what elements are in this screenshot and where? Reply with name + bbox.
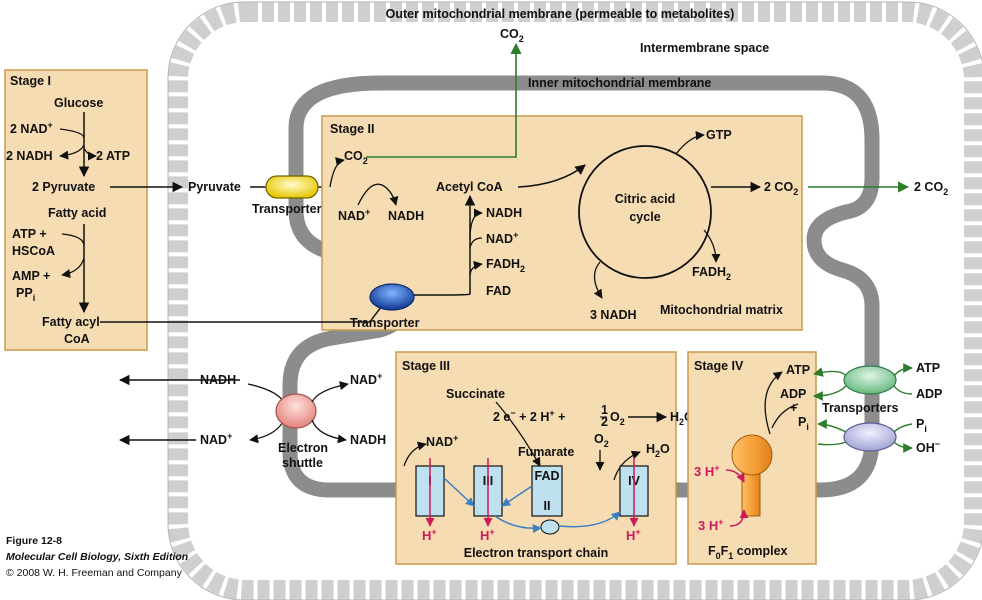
atp-adp-transporter [843, 365, 897, 395]
electron-shuttle [275, 393, 317, 429]
citric-label-1: Citric acid [615, 192, 675, 206]
stage2-title: Stage II [330, 122, 374, 136]
hplus-3: H+ [480, 527, 495, 543]
nad-stage3: NAD+ [426, 433, 458, 449]
h2o-stage3: H2O [646, 442, 670, 459]
equation-o2: O2 [610, 410, 625, 427]
transporter2-label: Transporter [350, 316, 420, 330]
oh-out: OH− [916, 439, 940, 455]
acetyl-coa: Acetyl CoA [436, 180, 503, 194]
nad-b: NAD+ [486, 230, 518, 246]
atp-out: ATP [916, 361, 940, 375]
equation: 2 e− + 2 H+ + [493, 408, 565, 424]
amp-plus: AMP + [12, 269, 50, 283]
nad-stage2: NAD+ [338, 207, 370, 223]
atp-plus: ATP + [12, 227, 47, 241]
stage1-panel [4, 69, 148, 351]
nad-right: NAD+ [350, 371, 382, 387]
svg-text:1: 1 [601, 403, 608, 417]
pi-stage4: Pi [798, 415, 809, 432]
co2-2-b: 2 CO2 [914, 180, 948, 197]
citric-label-2: cycle [629, 210, 660, 224]
pyruvate: Pyruvate [188, 180, 241, 194]
outer-membrane [168, 2, 982, 600]
svg-text:FAD: FAD [535, 469, 560, 483]
nadh-3: 3 NADH [590, 308, 637, 322]
nadh-stage2: NADH [388, 209, 424, 223]
co2-2-a: 2 CO2 [764, 180, 798, 197]
hplus-1: H+ [422, 527, 437, 543]
fadh2-b: FADH2 [486, 257, 525, 274]
outer-membrane-label: Outer mitochondrial membrane (permeable … [386, 7, 735, 21]
matrix-label: Mitochondrial matrix [660, 303, 783, 317]
co2-top: CO2 [500, 27, 524, 44]
atp-2: 2 ATP [96, 149, 130, 163]
figure-book: Molecular Cell Biology, Sixth Edition [6, 551, 188, 563]
phosphate-transporter [843, 422, 897, 452]
svg-text:II: II [544, 499, 551, 513]
transporters-label: Transporters [822, 401, 898, 415]
stage1-title: Stage I [10, 74, 51, 88]
succinate: Succinate [446, 387, 505, 401]
glucose: Glucose [54, 96, 103, 110]
coa: CoA [64, 332, 90, 346]
fatty-acyl: Fatty acyl [42, 315, 100, 329]
inner-membrane-label: Inner mitochondrial membrane [528, 76, 711, 90]
ets-label: Electron transport chain [464, 546, 608, 560]
complex-II: FAD II [531, 465, 563, 517]
fumarate: Fumarate [518, 445, 574, 459]
adp-out: ADP [916, 387, 942, 401]
stage4-title: Stage IV [694, 359, 744, 373]
nadh-right: NADH [350, 433, 386, 447]
electron-label: Electron [278, 441, 328, 455]
hscoa: HSCoA [12, 244, 55, 258]
citric-acid-cycle [578, 145, 712, 279]
fadh2-c: FADH2 [692, 265, 731, 282]
atp-stage4: ATP [786, 363, 810, 377]
nad-2: 2 NAD+ [10, 120, 53, 136]
f0f1-atp-synthase [731, 434, 773, 517]
cytochrome-c [540, 519, 560, 535]
pyruvate-2: 2 Pyruvate [32, 180, 95, 194]
adp-stage4: ADP [780, 387, 806, 401]
pyruvate-transporter [265, 175, 319, 199]
intermembrane-space-label: Intermembrane space [640, 41, 769, 55]
f0f1-label: F0F1 complex [708, 544, 788, 561]
fad-b: FAD [486, 284, 511, 298]
svg-text:2: 2 [601, 415, 608, 429]
fatty-acid: Fatty acid [48, 206, 106, 220]
co2-stage2: CO2 [344, 149, 368, 166]
stage3-title: Stage III [402, 359, 450, 373]
figure-number: Figure 12-8 [6, 535, 62, 547]
nadh-2: 2 NADH [6, 149, 53, 163]
o2-stage3: O2 [594, 432, 609, 449]
nadh-b: NADH [486, 206, 522, 220]
hplus-4: H+ [626, 527, 641, 543]
pi-out: Pi [916, 417, 927, 434]
plus-stage4: + [790, 401, 797, 415]
fatty-acyl-transporter [369, 283, 415, 311]
h3-b: 3 H+ [698, 517, 724, 533]
shuttle-label: shuttle [282, 456, 323, 470]
h3-a: 3 H+ [694, 463, 720, 479]
transporter-label: Transporter [252, 202, 322, 216]
ppi: PPi [16, 286, 35, 303]
nad-left: NAD+ [200, 431, 232, 447]
gtp: GTP [706, 128, 732, 142]
figure-copyright: © 2008 W. H. Freeman and Company [6, 567, 183, 579]
nadh-left: NADH [200, 373, 236, 387]
